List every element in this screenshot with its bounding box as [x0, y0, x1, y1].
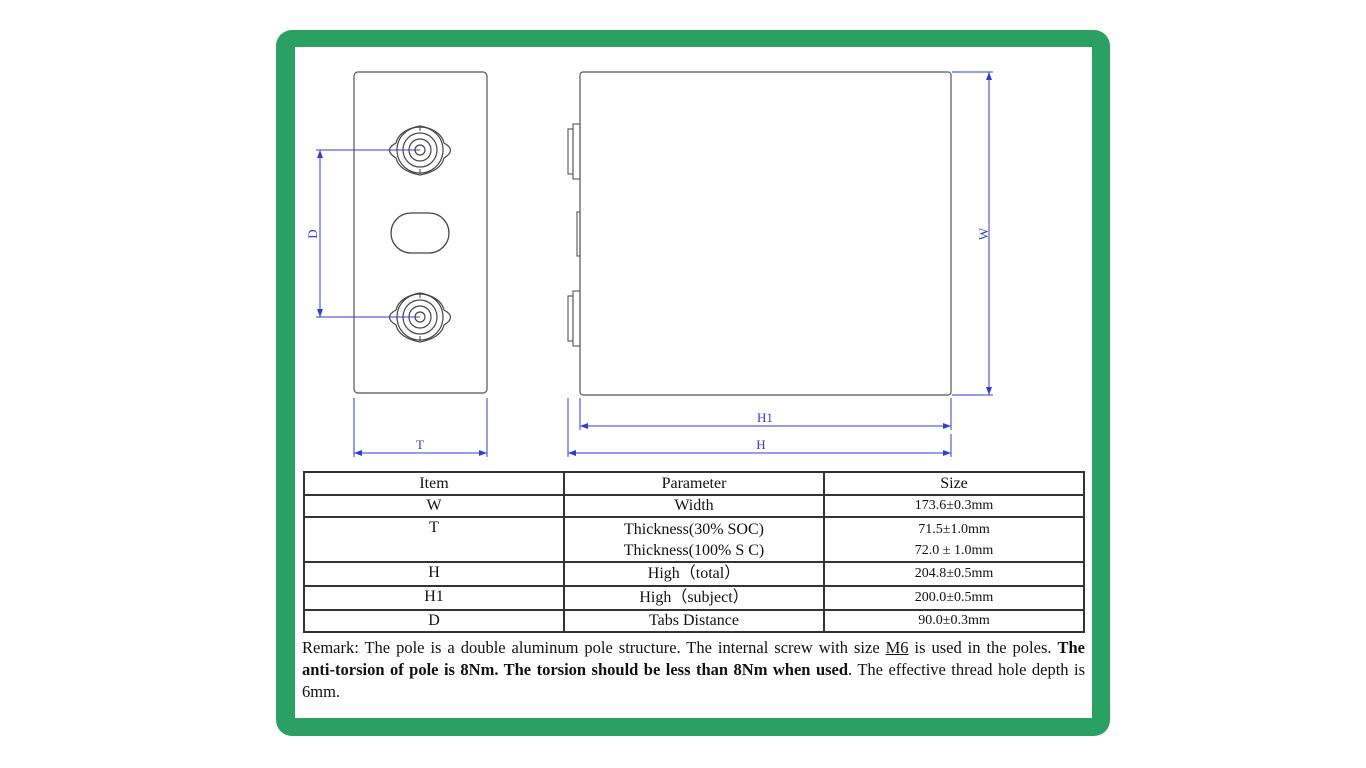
- w-label: W: [976, 227, 991, 240]
- size-line: 71.5±1.0mm: [918, 521, 990, 537]
- remark-paragraph: Remark: The pole is a double aluminum po…: [302, 637, 1085, 703]
- item-cell: T: [303, 516, 565, 563]
- remark-text: is used in the poles.: [908, 638, 1058, 657]
- specification-table: Item Parameter Size W Width 173.6±0.3mm …: [303, 471, 1085, 633]
- table-row: H High（total） 204.8±0.5mm: [303, 561, 1085, 587]
- d-dimension-line: [316, 149, 420, 318]
- d-label: D: [305, 229, 320, 238]
- terminal-side-profile: [567, 123, 581, 347]
- item-cell: D: [303, 609, 565, 633]
- t-dimension-line: [353, 398, 488, 457]
- size-cell: 90.0±0.3mm: [823, 609, 1085, 633]
- parameter-cell: Thickness(30% SOC) Thickness(100% S C): [563, 516, 825, 563]
- item-cell: W: [303, 494, 565, 518]
- header-parameter: Parameter: [563, 471, 825, 496]
- item-cell: H: [303, 561, 565, 587]
- parameter-line: Thickness(30% SOC): [624, 520, 764, 538]
- table-row: T Thickness(30% SOC) Thickness(100% S C)…: [303, 516, 1085, 563]
- table-header-row: Item Parameter Size: [303, 471, 1085, 496]
- w-dimension-line: [952, 71, 993, 396]
- header-size: Size: [823, 471, 1085, 496]
- remark-text: Remark: The pole is a double aluminum po…: [302, 638, 886, 657]
- parameter-cell: Tabs Distance: [563, 609, 825, 633]
- body-view-outline: [579, 71, 952, 396]
- remark-screw-size: M6: [885, 638, 909, 657]
- item-cell: H1: [303, 585, 565, 611]
- table-row: W Width 173.6±0.3mm: [303, 494, 1085, 518]
- remark-torsion-warning: The anti-torsion of pole is 8Nm. The tor…: [302, 638, 1085, 679]
- remark-text: . The effective thread hole depth is 6mm…: [302, 660, 1085, 701]
- size-line: 72.0 ± 1.0mm: [914, 542, 994, 558]
- size-cell: 71.5±1.0mm 72.0 ± 1.0mm: [823, 516, 1085, 563]
- safety-vent-icon: [390, 212, 450, 254]
- table-row: D Tabs Distance 90.0±0.3mm: [303, 609, 1085, 633]
- size-cell: 200.0±0.5mm: [823, 585, 1085, 611]
- h-label: H: [756, 437, 765, 452]
- h1-dimension-line: [579, 398, 952, 430]
- side-view-outline: [353, 71, 488, 394]
- header-item: Item: [303, 471, 565, 496]
- parameter-cell: High（subject）: [563, 585, 825, 611]
- size-cell: 173.6±0.3mm: [823, 494, 1085, 518]
- h1-label: H1: [757, 410, 773, 425]
- h-dimension-line: [567, 398, 952, 457]
- parameter-cell: High（total）: [563, 561, 825, 587]
- parameter-line: Thickness(100% S C): [623, 541, 765, 559]
- table-row: H1 High（subject） 200.0±0.5mm: [303, 585, 1085, 611]
- parameter-cell: Width: [563, 494, 825, 518]
- t-label: T: [416, 437, 424, 452]
- size-cell: 204.8±0.5mm: [823, 561, 1085, 587]
